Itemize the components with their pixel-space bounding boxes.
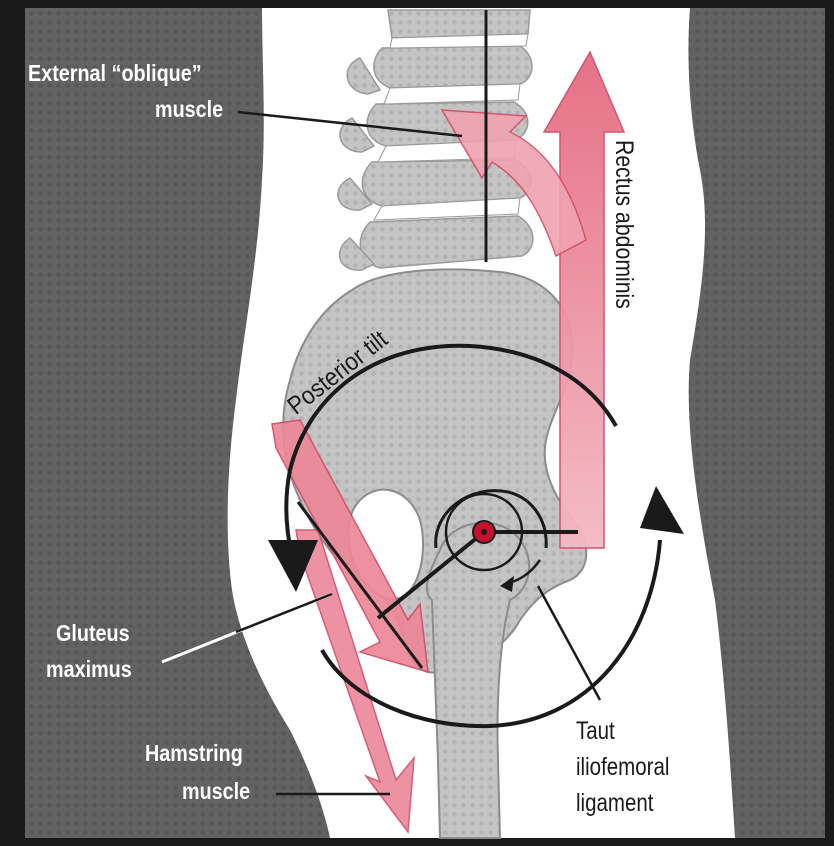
label-taut-line1: Taut — [576, 718, 615, 745]
label-taut-line3: ligament — [576, 790, 653, 817]
label-rectus-abdominis: Rectus abdominis — [609, 140, 638, 309]
label-taut-line2: iliofemoral — [576, 754, 669, 781]
label-hamstring-line1: Hamstring — [145, 740, 243, 766]
label-hamstring-line2: muscle — [182, 778, 250, 804]
label-gluteus-line1: Gluteus — [56, 620, 130, 646]
label-external-oblique-line1: External “oblique” — [28, 60, 202, 86]
hip-pivot-center — [481, 529, 487, 535]
label-gluteus-line2: maximus — [46, 656, 132, 682]
label-external-oblique-line2: muscle — [155, 96, 223, 122]
